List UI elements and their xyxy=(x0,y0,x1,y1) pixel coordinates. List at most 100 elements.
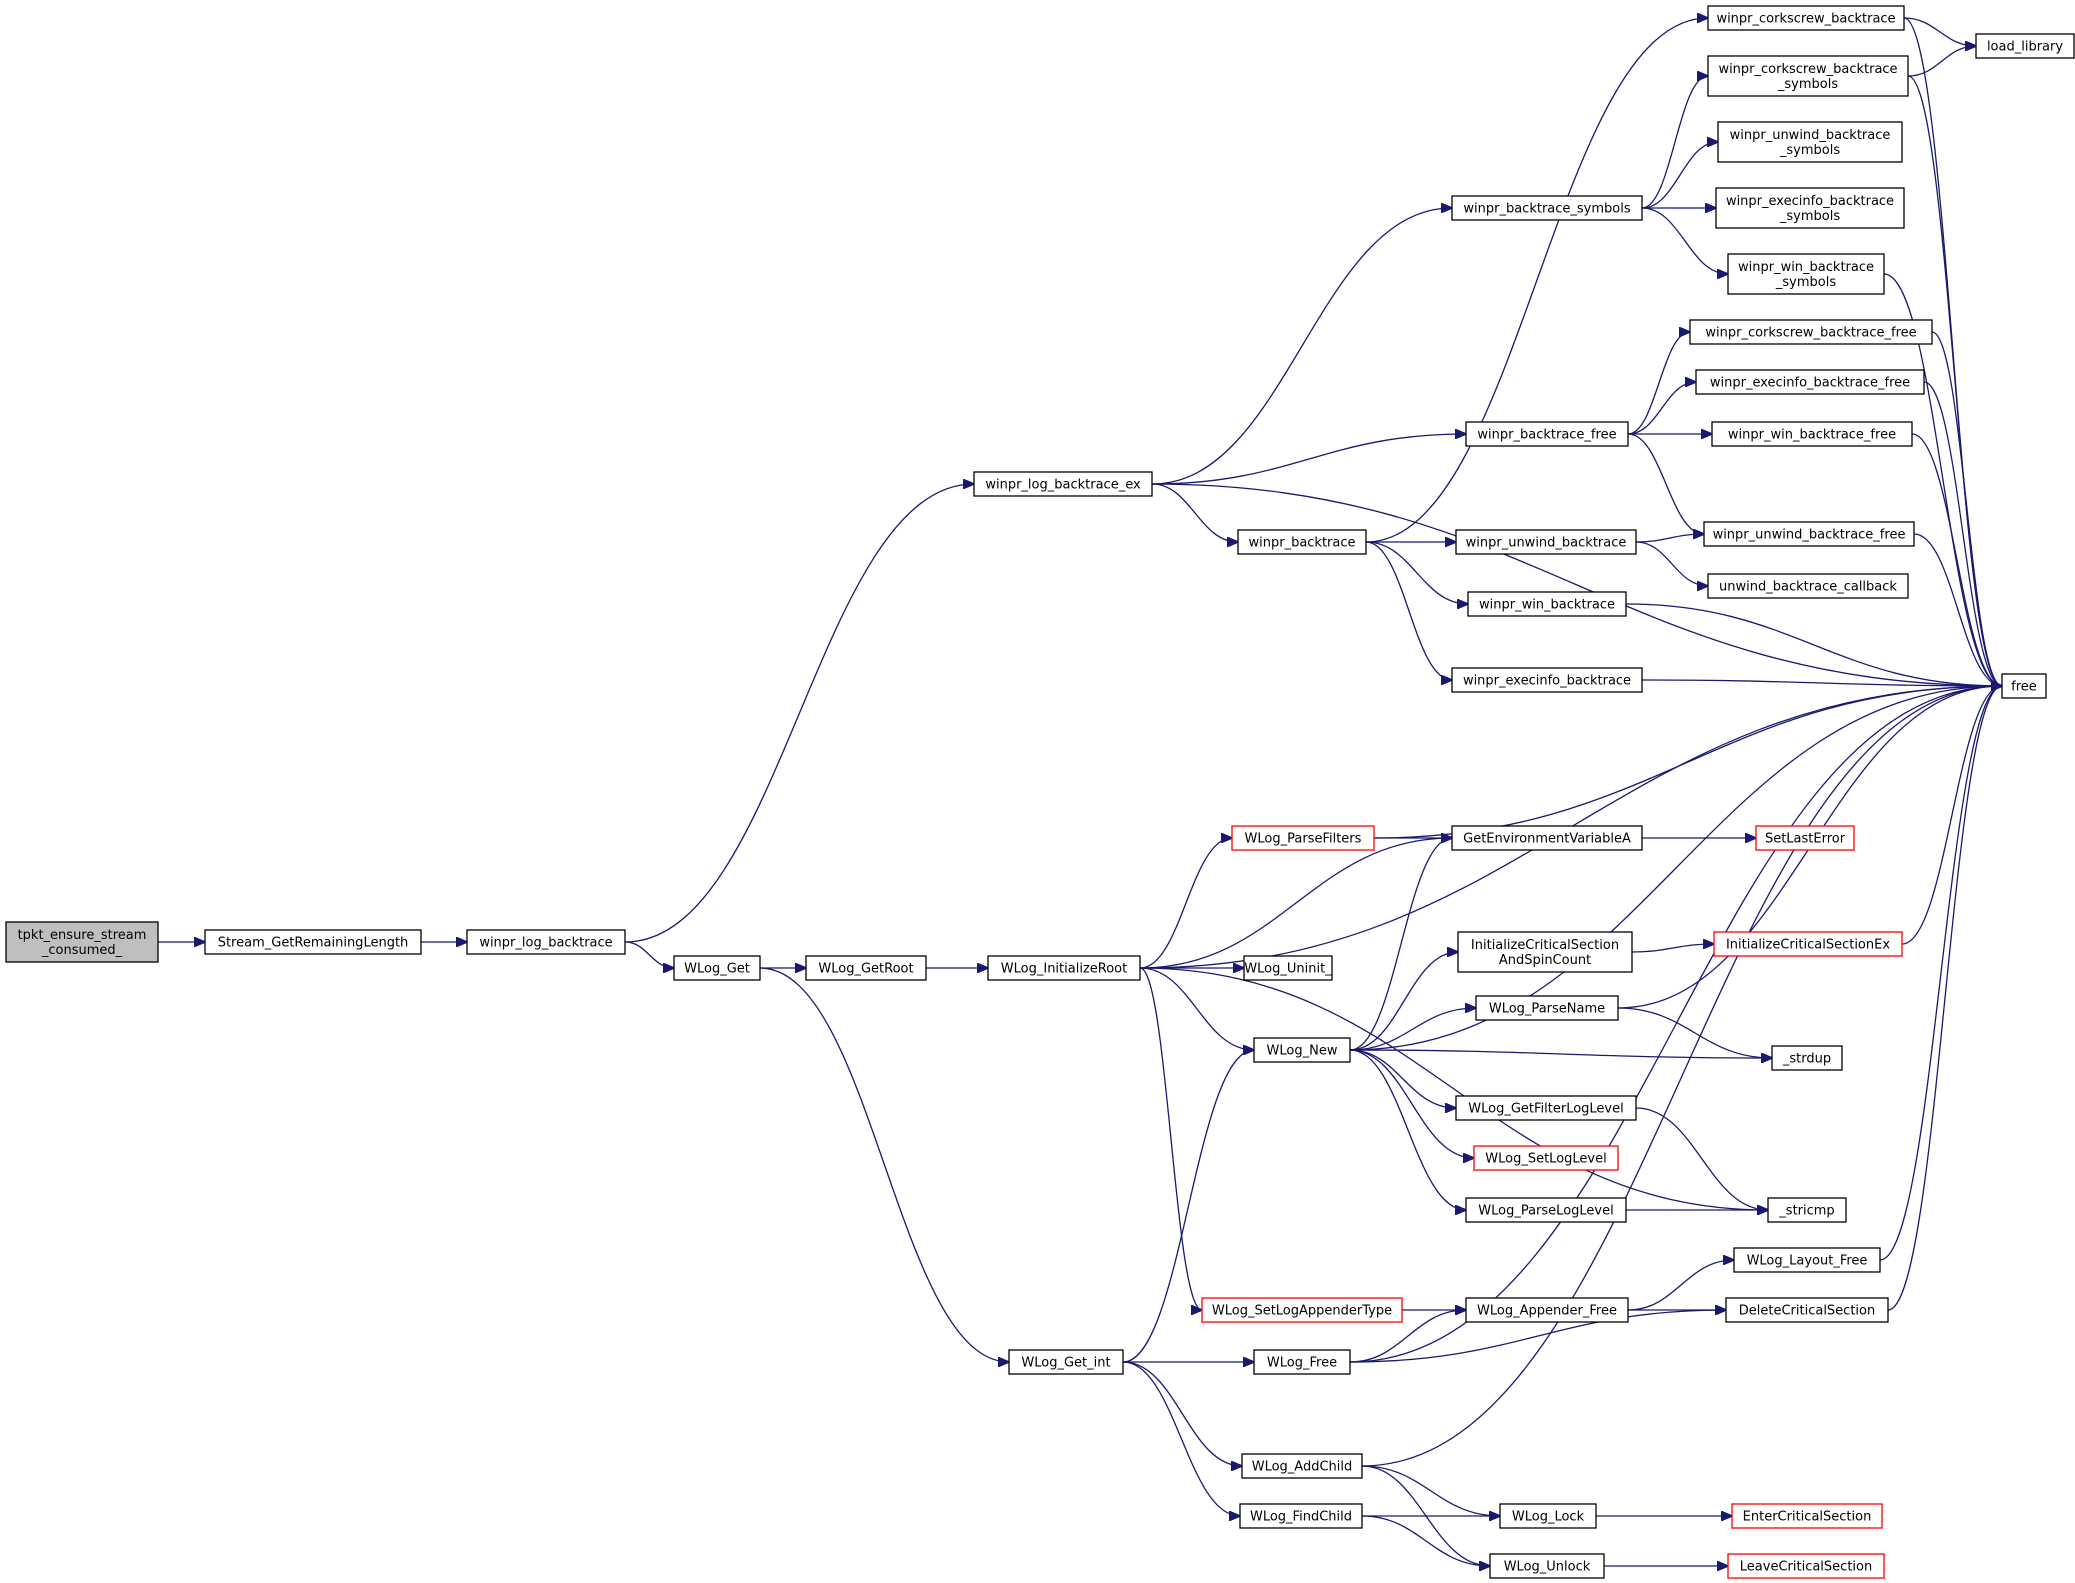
node-wlog-setlogappendertype[interactable]: WLog_SetLogAppenderType xyxy=(1201,1297,1403,1323)
node-wlog-getroot[interactable]: WLog_GetRoot xyxy=(805,955,927,981)
node-label: WLog_Free xyxy=(1267,1356,1337,1371)
node-box xyxy=(466,929,626,955)
node-winpr-win-backtrace-symbols[interactable]: winpr_win_backtrace_symbols xyxy=(1727,253,1885,295)
node-box xyxy=(1451,667,1643,693)
node-label: Stream_GetRemainingLength xyxy=(218,936,409,951)
edge-wlog_initroot-to-wlog_new xyxy=(1139,967,1254,1050)
node-winpr-backtrace-symbols[interactable]: winpr_backtrace_symbols xyxy=(1451,195,1643,221)
node-wlog-unlock[interactable]: WLog_Unlock xyxy=(1489,1553,1605,1579)
node-leavecriticalsection[interactable]: LeaveCriticalSection xyxy=(1727,1553,1885,1579)
node-wlog-get[interactable]: WLog_Get xyxy=(673,955,761,981)
node-label: winpr_win_backtrace xyxy=(1479,598,1615,613)
node-winpr-corkscrew-backtrace-symbols[interactable]: winpr_corkscrew_backtrace_symbols xyxy=(1707,55,1909,97)
edge-log_bt-to-wlog_get xyxy=(624,941,674,968)
node-wlog-initializeroot[interactable]: WLog_InitializeRoot xyxy=(987,955,1141,981)
edge-wlog_new-to-set_ll xyxy=(1349,1049,1474,1158)
edge-bt_symbols-to-win_bt_sym xyxy=(1641,207,1728,274)
node-wlog-findchild[interactable]: WLog_FindChild xyxy=(1239,1503,1363,1529)
node-winpr-execinfo-backtrace-free[interactable]: winpr_execinfo_backtrace_free xyxy=(1695,369,1925,395)
edge-wlog_free-to-delete_cs xyxy=(1349,1310,1726,1363)
node-label: _symbols xyxy=(1779,209,1840,224)
edge-log_bt-to-log_bt_ex xyxy=(624,484,974,943)
edge-get_filter_ll-to-stricmp xyxy=(1635,1107,1768,1210)
node-initializecriticalsectionex[interactable]: InitializeCriticalSectionEx xyxy=(1713,931,1903,957)
edge-init_cs_spin-to-init_cs_ex xyxy=(1631,944,1714,953)
node-label: free xyxy=(2011,680,2037,695)
node-label: tpkt_ensure_stream xyxy=(18,928,147,943)
node-label: WLog_ParseLogLevel xyxy=(1478,1204,1613,1219)
edge-bt_symbols-to-unwind_bt_sym xyxy=(1641,142,1718,209)
node-wlog-uninit[interactable]: WLog_Uninit_ xyxy=(1243,955,1333,981)
node-box xyxy=(1455,529,1637,555)
node-stream-getremaininglength[interactable]: Stream_GetRemainingLength xyxy=(204,929,422,955)
node-label: unwind_backtrace_callback xyxy=(1719,580,1897,595)
node-wlog-get-int[interactable]: WLog_Get_int xyxy=(1008,1349,1124,1375)
node-stricmp[interactable]: _stricmp xyxy=(1767,1197,1847,1223)
node-wlog-parsename[interactable]: WLog_ParseName xyxy=(1475,995,1619,1021)
node-winpr-win-backtrace[interactable]: winpr_win_backtrace xyxy=(1467,591,1627,617)
node-box xyxy=(1457,931,1633,973)
node-winpr-execinfo-backtrace[interactable]: winpr_execinfo_backtrace xyxy=(1451,667,1643,693)
node-winpr-backtrace[interactable]: winpr_backtrace xyxy=(1237,529,1367,555)
node-winpr-backtrace-free[interactable]: winpr_backtrace_free xyxy=(1465,421,1629,447)
node-load-library[interactable]: load_library xyxy=(1975,33,2075,59)
node-free[interactable]: free xyxy=(2001,673,2047,699)
node-label: winpr_log_backtrace xyxy=(479,936,612,951)
node-wlog-setloglevel[interactable]: WLog_SetLogLevel xyxy=(1473,1145,1619,1171)
edge-cork_bt_sym-to-load_library xyxy=(1907,46,1976,77)
node-label: winpr_backtrace_symbols xyxy=(1463,202,1630,217)
node-wlog-new[interactable]: WLog_New xyxy=(1253,1037,1351,1063)
edge-parse_name-to-strdup xyxy=(1617,1007,1772,1058)
edge-bt_symbols-to-cork_bt_sym xyxy=(1641,76,1708,209)
node-label: GetEnvironmentVariableA xyxy=(1463,832,1631,847)
node-wlog-layout-free[interactable]: WLog_Layout_Free xyxy=(1733,1247,1881,1273)
node-box xyxy=(1473,1145,1619,1171)
edge-appender_free-to-layout_free xyxy=(1627,1260,1734,1311)
edge-unwind_bt-to-unwind_cb xyxy=(1635,541,1708,586)
node-winpr-log-backtrace[interactable]: winpr_log_backtrace xyxy=(466,929,626,955)
node-box xyxy=(2001,673,2047,699)
node-label: _symbols xyxy=(1775,275,1836,290)
node-label: WLog_Unlock xyxy=(1504,1560,1591,1575)
node-winpr-unwind-backtrace[interactable]: winpr_unwind_backtrace xyxy=(1455,529,1637,555)
edge-wlog_initroot-to-parse_filters xyxy=(1139,838,1232,969)
edge-execinfo_bt-to-free xyxy=(1641,679,2002,686)
node-label: _symbols xyxy=(1779,143,1840,158)
node-wlog-free[interactable]: WLog_Free xyxy=(1253,1349,1351,1375)
node-box xyxy=(1695,369,1925,395)
node-winpr-unwind-backtrace-symbols[interactable]: winpr_unwind_backtrace_symbols xyxy=(1717,121,1903,163)
node-winpr-execinfo-backtrace-symbols[interactable]: winpr_execinfo_backtrace_symbols xyxy=(1715,187,1905,229)
node-box xyxy=(1475,995,1619,1021)
node-wlog-parseloglevel[interactable]: WLog_ParseLogLevel xyxy=(1465,1197,1627,1223)
node-winpr-unwind-backtrace-free[interactable]: winpr_unwind_backtrace_free xyxy=(1703,521,1915,547)
node-box xyxy=(1767,1197,1847,1223)
node-label: WLog_ParseName xyxy=(1489,1002,1605,1017)
node-entercriticalsection[interactable]: EnterCriticalSection xyxy=(1731,1503,1883,1529)
node-label: winpr_unwind_backtrace xyxy=(1466,536,1627,551)
node-wlog-parsefilters[interactable]: WLog_ParseFilters xyxy=(1231,825,1375,851)
edge-wlog_new-to-init_cs_spin xyxy=(1349,952,1458,1051)
node-winpr-corkscrew-backtrace[interactable]: winpr_corkscrew_backtrace xyxy=(1707,5,1905,31)
node-winpr-corkscrew-backtrace-free[interactable]: winpr_corkscrew_backtrace_free xyxy=(1689,319,1933,345)
node-strdup[interactable]: _strdup xyxy=(1771,1045,1843,1071)
node-label: WLog_SetLogLevel xyxy=(1485,1152,1606,1167)
node-wlog-getfilterloglevel[interactable]: WLog_GetFilterLogLevel xyxy=(1455,1095,1637,1121)
node-wlog-lock[interactable]: WLog_Lock xyxy=(1499,1503,1597,1529)
node-tpkt-ensure-stream-consumed[interactable]: tpkt_ensure_stream_consumed_ xyxy=(5,921,159,963)
node-box xyxy=(204,929,422,955)
node-wlog-addchild[interactable]: WLog_AddChild xyxy=(1241,1453,1363,1479)
node-label: LeaveCriticalSection xyxy=(1740,1560,1872,1575)
node-setlasterror[interactable]: SetLastError xyxy=(1755,825,1855,851)
node-unwind-backtrace-callback[interactable]: unwind_backtrace_callback xyxy=(1707,573,1909,599)
edge-wlog_initroot-to-set_appender xyxy=(1139,967,1202,1310)
edge-wlog_new-to-parse_ll xyxy=(1349,1049,1466,1210)
edge-log_bt_ex-to-bt_symbols xyxy=(1151,208,1452,485)
node-winpr-log-backtrace-ex[interactable]: winpr_log_backtrace_ex xyxy=(973,471,1153,497)
node-label: _consumed_ xyxy=(41,943,123,958)
node-winpr-win-backtrace-free[interactable]: winpr_win_backtrace_free xyxy=(1711,421,1913,447)
node-getenvironmentvariablea[interactable]: GetEnvironmentVariableA xyxy=(1451,825,1643,851)
node-deletecriticalsection[interactable]: DeleteCriticalSection xyxy=(1725,1297,1889,1323)
node-label: _symbols xyxy=(1777,77,1838,92)
node-wlog-appender-free[interactable]: WLog_Appender_Free xyxy=(1465,1297,1629,1323)
